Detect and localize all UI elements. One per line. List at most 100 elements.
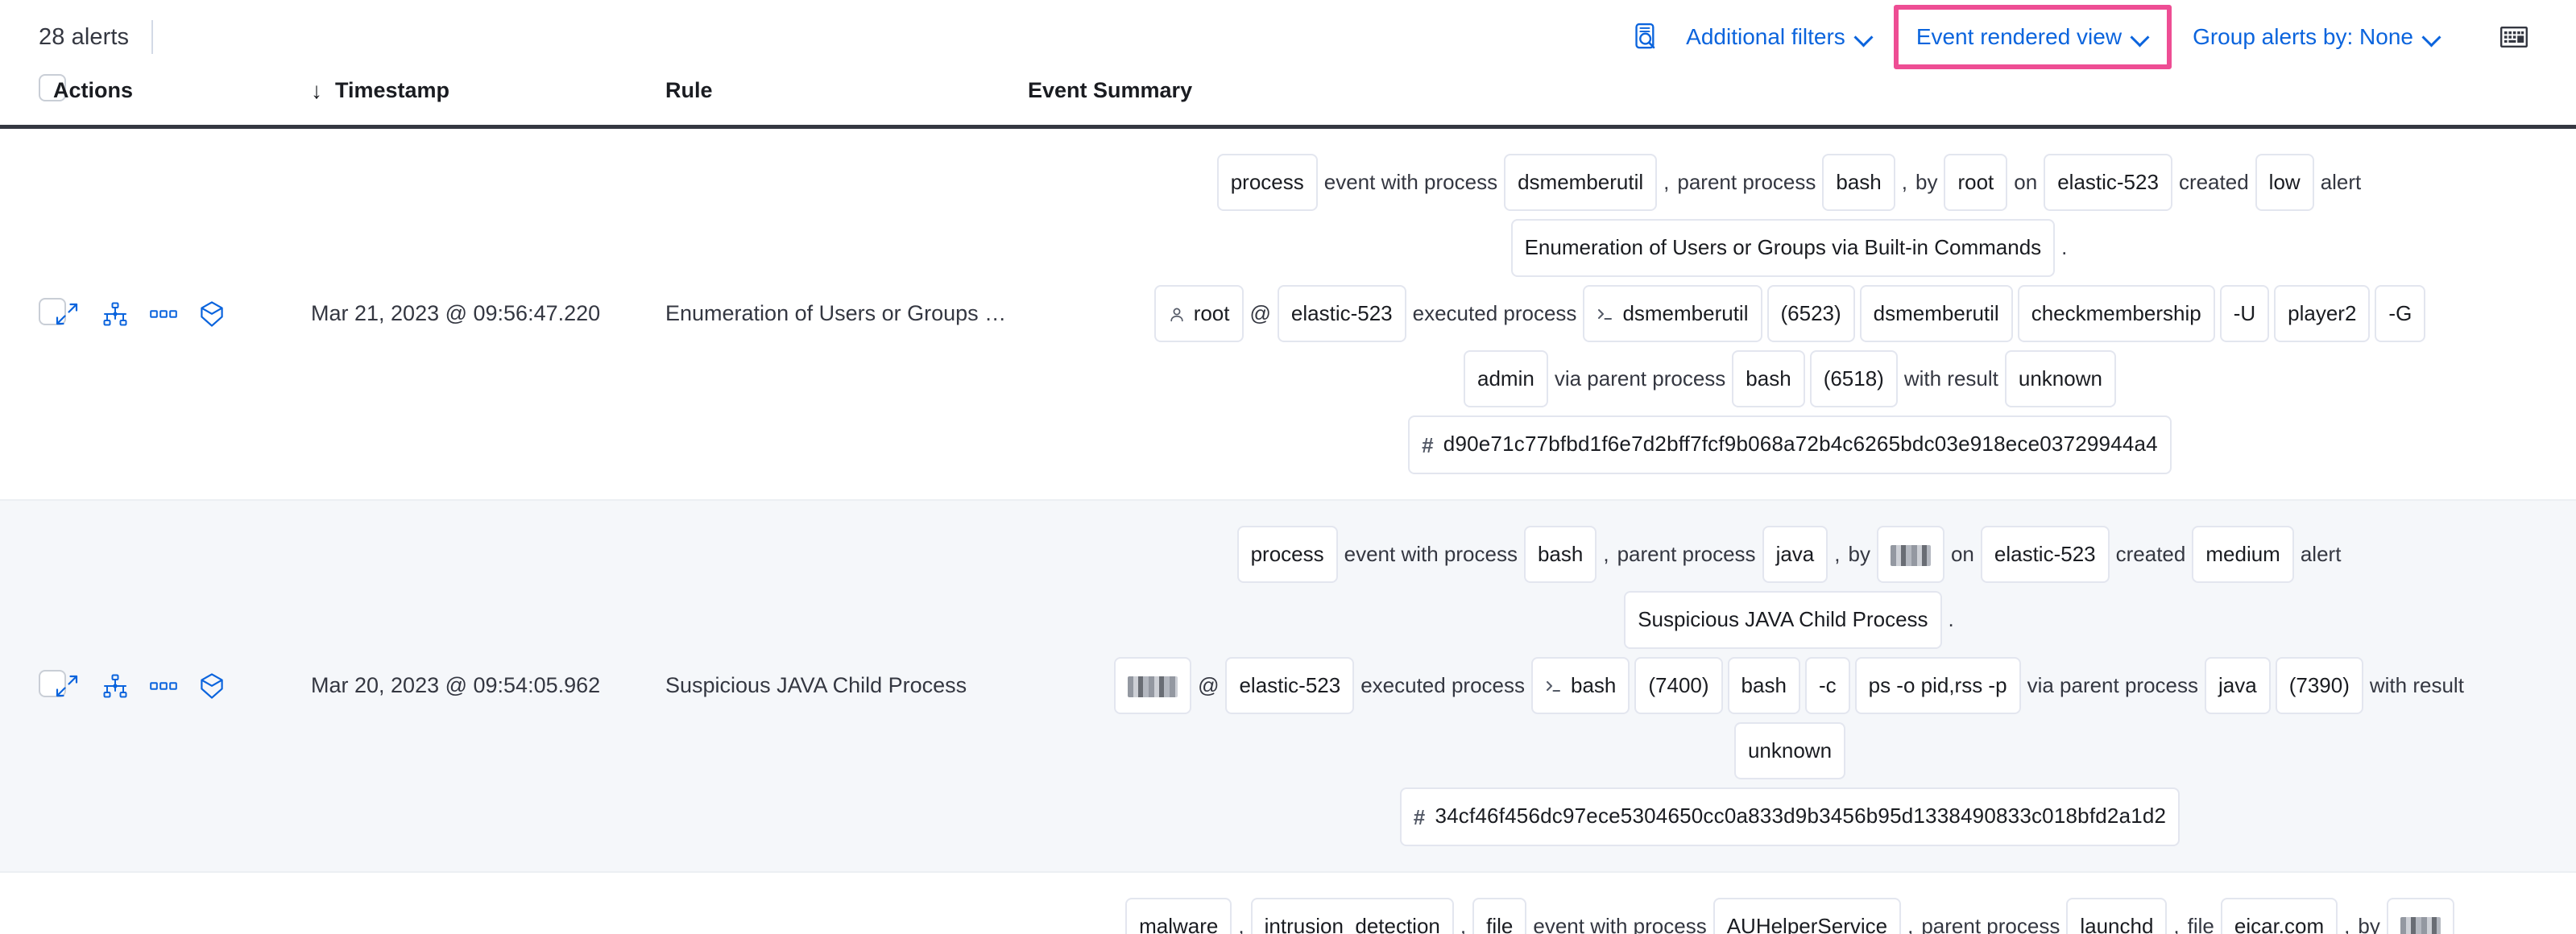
redacted-user-token[interactable] xyxy=(1876,525,1944,584)
summary-field-token[interactable]: file xyxy=(1472,897,1527,934)
redaction-block xyxy=(1890,545,1931,567)
summary-field-token[interactable]: player2 xyxy=(2274,284,2371,342)
event-hash-token[interactable]: #34cf46f456dc97ece5304650cc0a833d9b3456b… xyxy=(1399,787,2180,846)
summary-field-token[interactable]: bash xyxy=(1732,349,1805,408)
select-all-header xyxy=(0,74,66,129)
keyboard-icon[interactable] xyxy=(2489,19,2539,56)
group-alerts-by-button[interactable]: Group alerts by: None xyxy=(2178,16,2455,58)
session-view-icon[interactable] xyxy=(198,300,226,328)
rule-cell[interactable]: Malware Prevention Alert xyxy=(665,871,1028,934)
summary-text: , xyxy=(1834,541,1841,566)
more-actions-icon[interactable] xyxy=(150,672,177,700)
summary-field-token[interactable]: admin xyxy=(1464,349,1548,408)
summary-field-token[interactable]: malware xyxy=(1125,897,1232,934)
redacted-user-token[interactable] xyxy=(1114,656,1192,714)
redaction-block xyxy=(1128,676,1178,697)
rule-header[interactable]: Rule xyxy=(665,74,1028,129)
table-header-row: Actions ↓ Timestamp Rule Event Summary xyxy=(0,74,2576,129)
summary-field-token[interactable]: elastic-523 xyxy=(1225,656,1355,714)
summary-field-token[interactable]: ps -o pid,rss -p xyxy=(1854,656,2021,714)
expand-alert-icon[interactable] xyxy=(53,672,81,700)
additional-filters-button[interactable]: Additional filters xyxy=(1671,16,1887,58)
timestamp-header[interactable]: ↓ Timestamp xyxy=(311,74,665,129)
summary-field-token[interactable]: medium xyxy=(2192,525,2294,584)
summary-text: . xyxy=(2061,235,2068,260)
summary-field-token[interactable]: checkmembership xyxy=(2017,284,2215,342)
row-select-checkbox[interactable] xyxy=(39,298,66,326)
summary-field-token[interactable]: -G xyxy=(2375,284,2426,342)
summary-text: @ xyxy=(1249,300,1271,325)
summary-field-token[interactable]: (6518) xyxy=(1809,349,1898,408)
row-actions-cell xyxy=(53,871,311,934)
hash-icon: # xyxy=(1422,432,1434,457)
row-select-cell xyxy=(0,499,66,873)
summary-text: , xyxy=(2344,913,2350,934)
summary-text: event with process xyxy=(1323,170,1498,194)
session-view-icon[interactable] xyxy=(198,672,226,700)
summary-field-token[interactable]: process xyxy=(1216,154,1318,212)
hash-icon: # xyxy=(1413,804,1426,829)
summary-field-token[interactable]: root xyxy=(1944,154,2008,212)
event-rendered-view-highlight: Event rendered view xyxy=(1893,5,2172,69)
expand-alert-icon[interactable] xyxy=(53,300,81,328)
summary-field-token[interactable]: bash xyxy=(1531,656,1630,714)
summary-field-token[interactable]: dsmemberutil xyxy=(1859,284,2013,342)
summary-field-token[interactable]: dsmemberutil xyxy=(1583,284,1762,342)
summary-field-token[interactable]: launchd xyxy=(2066,897,2168,934)
summary-field-token[interactable]: java xyxy=(1762,525,1828,584)
summary-field-token[interactable]: bash xyxy=(1727,656,1800,714)
console-icon xyxy=(1597,307,1614,323)
redaction-block xyxy=(2400,917,2441,934)
summary-field-token[interactable]: elastic-523 xyxy=(2044,154,2172,212)
event-hash-token[interactable]: #d90e71c77bfbd1f6e7d2bff7fcf9b068a72b4c6… xyxy=(1408,415,2172,474)
summary-text: by xyxy=(2358,913,2380,934)
summary-field-token[interactable]: unknown xyxy=(2004,349,2116,408)
summary-field-token[interactable]: (6523) xyxy=(1766,284,1855,342)
summary-field-token[interactable]: -c xyxy=(1804,656,1850,714)
analyze-event-icon[interactable] xyxy=(101,300,129,328)
summary-field-token[interactable]: (7400) xyxy=(1634,656,1723,714)
summary-field-token[interactable]: (7390) xyxy=(2275,656,2363,714)
summary-field-token[interactable]: java xyxy=(2205,656,2271,714)
analyze-event-icon[interactable] xyxy=(101,672,129,700)
event-rendered-view-button[interactable]: Event rendered view xyxy=(1911,24,2154,50)
rule-header-label: Rule xyxy=(665,78,713,102)
summary-field-token[interactable]: Suspicious JAVA Child Process xyxy=(1624,591,1942,649)
summary-field-token[interactable]: -U xyxy=(2219,284,2270,342)
summary-field-token[interactable]: bash xyxy=(1523,525,1597,584)
row-select-checkbox[interactable] xyxy=(39,670,66,698)
summary-field-token[interactable]: AUHelperService xyxy=(1713,897,1902,934)
actions-header: Actions xyxy=(53,74,311,129)
summary-field-token[interactable]: root xyxy=(1153,284,1244,342)
summary-text: alert xyxy=(2300,541,2342,566)
summary-field-token[interactable]: bash xyxy=(1822,154,1895,212)
table-row[interactable]: Mar 20, 2023 @ 09:43:38.348Malware Preve… xyxy=(0,871,2576,934)
toolbar-divider xyxy=(151,20,154,54)
rule-cell[interactable]: Enumeration of Users or Groups via Bui xyxy=(665,126,1028,501)
summary-field-token[interactable]: elastic-523 xyxy=(1980,525,2110,584)
event-summary-header[interactable]: Event Summary xyxy=(1028,74,2576,129)
summary-field-token[interactable]: dsmemberutil xyxy=(1504,154,1658,212)
summary-field-token[interactable]: elastic-523 xyxy=(1277,284,1406,342)
user-icon xyxy=(1168,306,1186,324)
summary-field-token[interactable]: Enumeration of Users or Groups via Built… xyxy=(1510,219,2056,277)
more-actions-icon[interactable] xyxy=(150,300,177,328)
summary-field-token[interactable]: low xyxy=(2255,154,2314,212)
summary-field-token[interactable]: unknown xyxy=(1733,721,1846,780)
inspect-icon[interactable] xyxy=(1621,14,1671,60)
summary-line: #d90e71c77bfbd1f6e7d2bff7fcf9b068a72b4c6… xyxy=(1028,411,2552,478)
row-select-cell xyxy=(0,126,66,501)
redacted-user-token[interactable] xyxy=(2386,897,2454,934)
summary-field-token[interactable]: eicar.com xyxy=(2220,897,2338,934)
alerts-table: Actions ↓ Timestamp Rule Event Summary M… xyxy=(0,74,2576,934)
summary-field-token[interactable]: intrusion_detection xyxy=(1250,897,1454,934)
rule-cell[interactable]: Suspicious JAVA Child Process xyxy=(665,499,1028,873)
summary-field-token[interactable]: process xyxy=(1236,525,1338,584)
